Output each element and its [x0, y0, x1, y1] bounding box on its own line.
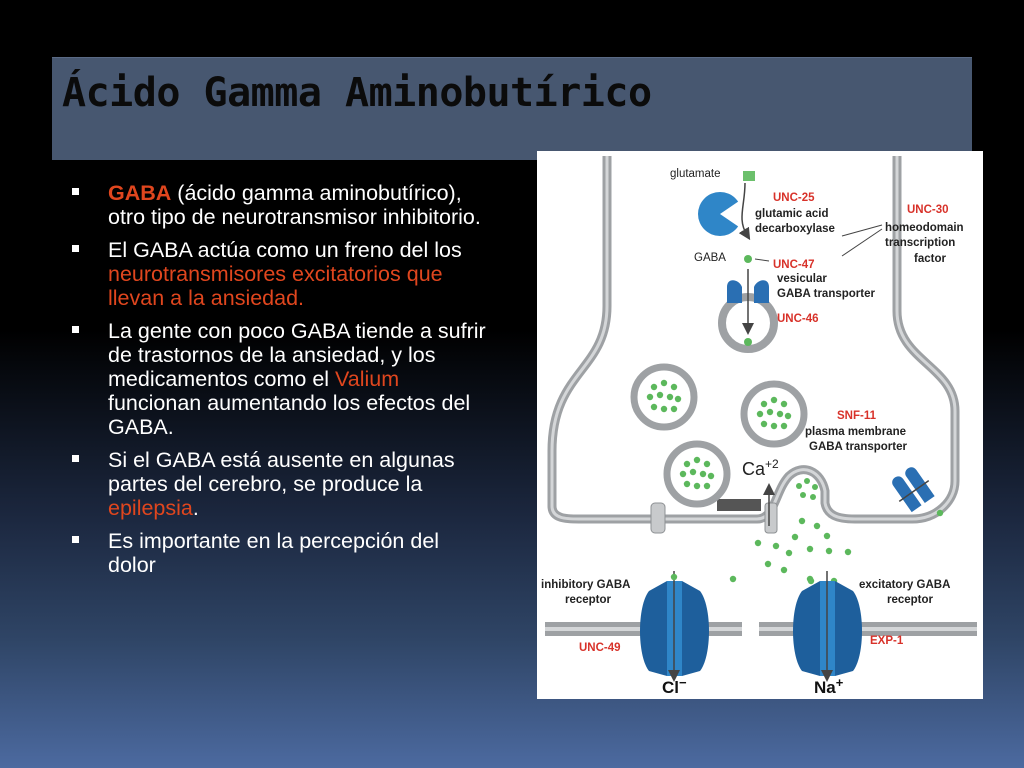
bullet-text: Si el GABA está ausente en algunas parte…	[108, 448, 455, 496]
vesicle-2	[740, 380, 808, 448]
vesicular-label-2: GABA transporter	[777, 288, 875, 300]
gad-label-2: decarboxylase	[755, 223, 835, 235]
bullet-text: funcionan aumentando los efectos del GAB…	[108, 391, 471, 439]
vesicle-3	[663, 440, 731, 508]
chloride-ion-label: Cl−	[662, 675, 687, 697]
glutamate-label: glutamate	[670, 168, 721, 180]
vesicular-label-1: vesicular	[777, 273, 827, 285]
excitatory-gaba-receptor	[793, 571, 862, 682]
bullet-square-icon	[72, 455, 79, 462]
homeodomain-label-3: factor	[914, 253, 946, 265]
unc25-label: UNC-25	[773, 192, 815, 204]
bullet-item: GABA (ácido gamma aminobutírico), otro t…	[72, 181, 492, 229]
membrane-channel	[650, 502, 666, 534]
calcium-channel	[764, 502, 778, 534]
bullet-list: GABA (ácido gamma aminobutírico), otro t…	[72, 181, 492, 586]
excitatory-receptor-label-2: receptor	[887, 594, 934, 606]
bullet-highlight: epilepsia	[108, 496, 193, 520]
plasma-membrane-gaba-transporter	[892, 467, 935, 513]
bullet-text: La gente con poco GABA tiende a sufrir d…	[108, 319, 486, 391]
bullet-item: La gente con poco GABA tiende a sufrir d…	[72, 319, 492, 439]
unc47-label: UNC-47	[773, 259, 815, 271]
homeodomain-label-1: homeodomain	[885, 222, 964, 234]
unc46-label: UNC-46	[777, 313, 819, 325]
inhibitory-receptor-label-2: receptor	[565, 594, 612, 606]
bullet-square-icon	[72, 188, 79, 195]
vesicular-gaba-transporter	[727, 280, 769, 303]
gaba-synapse-diagram: glutamate GABA UNC-25 glutamic acid deca…	[537, 151, 983, 699]
bullet-text: (ácido gamma aminobutírico), otro tipo d…	[108, 181, 481, 229]
unc49-label: UNC-49	[579, 642, 621, 654]
active-zone	[717, 499, 761, 511]
bullet-highlight: Valium	[335, 367, 400, 391]
bullet-item: El GABA actúa como un freno del los neur…	[72, 238, 492, 310]
calcium-label: Ca+2	[742, 457, 779, 479]
excitatory-receptor-label-1: excitatory GABA	[859, 579, 950, 591]
fusing-vesicle-gaba	[796, 478, 818, 500]
exp1-label: EXP-1	[870, 635, 904, 647]
bullet-text: El GABA actúa como un freno del los	[108, 238, 462, 262]
gad-label-1: glutamic acid	[755, 208, 829, 220]
gaba-molecule	[744, 255, 752, 263]
plasma-membrane-label-1: plasma membrane	[805, 426, 906, 438]
bullet-text: Es importante en la percepción del dolor	[108, 529, 440, 577]
inhibitory-gaba-receptor	[640, 571, 709, 682]
plasma-membrane-label-2: GABA transporter	[809, 441, 907, 453]
bullet-square-icon	[72, 536, 79, 543]
bullet-item: Es importante en la percepción del dolor	[72, 529, 492, 577]
homeodomain-label-2: transcription	[885, 237, 955, 249]
vesicle-1	[630, 363, 698, 431]
bullet-square-icon	[72, 245, 79, 252]
snf11-label: SNF-11	[837, 410, 877, 422]
glutamate-molecule	[743, 171, 755, 181]
gaba-term: GABA	[108, 181, 172, 205]
bullet-square-icon	[72, 326, 79, 333]
gaba-label: GABA	[694, 252, 726, 264]
slide-title: Ácido Gamma Aminobutírico	[62, 70, 652, 116]
sodium-ion-label: Na+	[814, 675, 844, 697]
bullet-item: Si el GABA está ausente en algunas parte…	[72, 448, 492, 520]
title-bar	[52, 57, 972, 160]
bullet-text: .	[192, 496, 199, 520]
unc30-label: UNC-30	[907, 204, 949, 216]
inhibitory-receptor-label-1: inhibitory GABA	[541, 579, 630, 591]
bullet-highlight: neurotransmisores excitatorios que lleva…	[108, 262, 443, 310]
